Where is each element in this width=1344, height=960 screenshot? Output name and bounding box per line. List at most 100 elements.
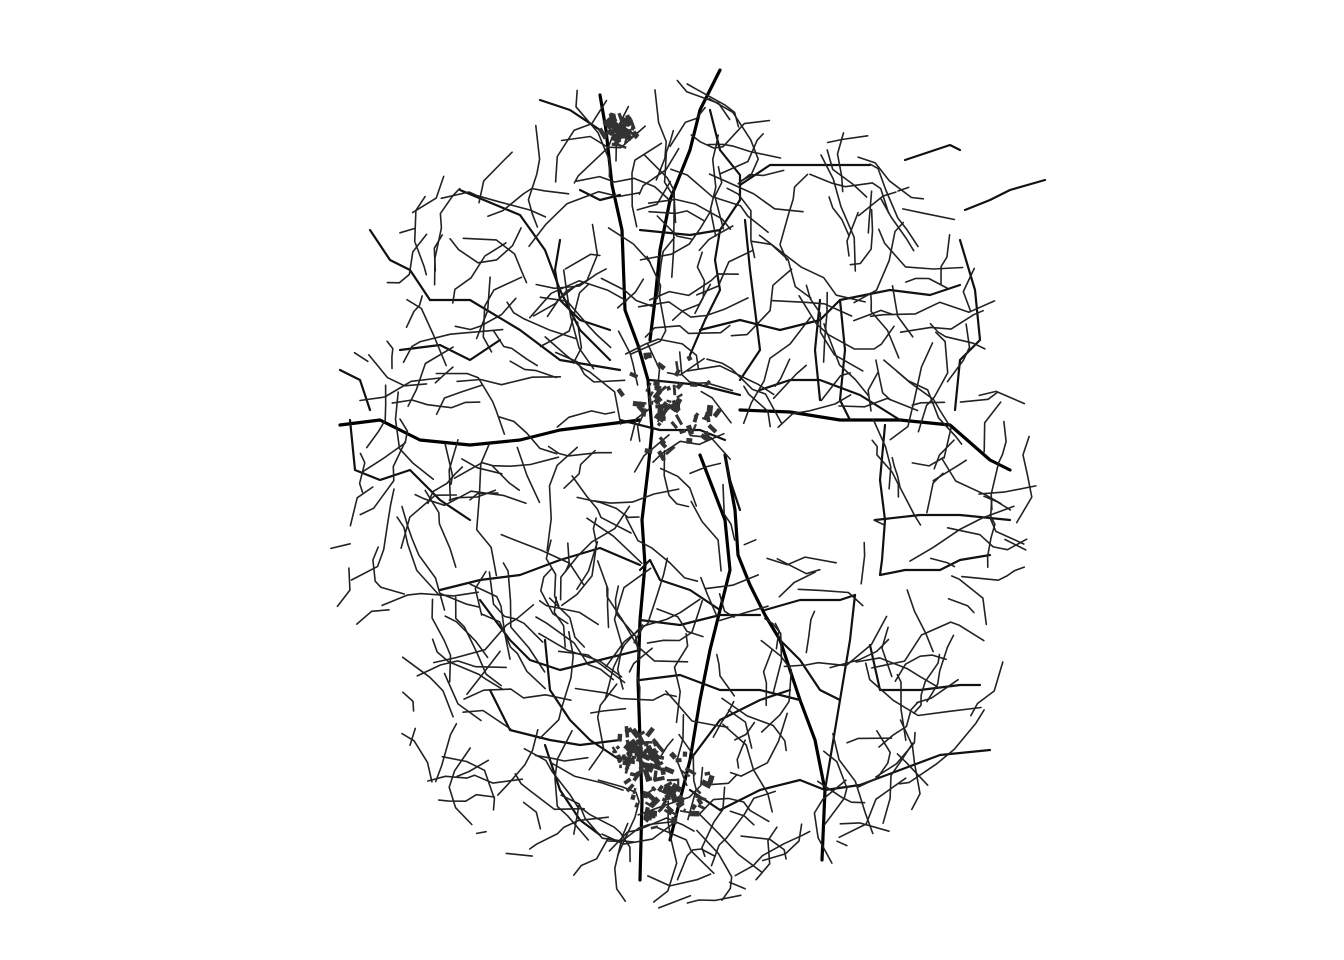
local-road (550, 761, 624, 791)
local-road (727, 709, 753, 749)
town-street-block (682, 808, 687, 813)
local-road (719, 605, 769, 622)
town-street-block (644, 801, 655, 809)
town-street-block (631, 130, 640, 139)
local-road (593, 488, 680, 504)
local-road (391, 399, 481, 409)
secondary-road (638, 613, 762, 627)
secondary-road (543, 743, 602, 837)
local-road (772, 364, 807, 400)
local-road (836, 840, 848, 847)
local-road (871, 439, 900, 498)
local-road (534, 754, 589, 762)
local-road (401, 505, 446, 611)
town-street-block (665, 784, 678, 794)
local-road (448, 747, 473, 826)
town-street-block (637, 753, 644, 763)
town-street-block (686, 355, 693, 362)
local-road (571, 475, 632, 534)
local-road (449, 227, 522, 264)
local-road (456, 759, 490, 778)
local-road (878, 701, 919, 748)
local-road (643, 153, 675, 278)
secondary-road (813, 298, 822, 402)
local-road (656, 826, 715, 875)
local-road (628, 647, 653, 673)
local-road (648, 273, 739, 301)
local-road (882, 742, 914, 824)
local-road (689, 434, 731, 460)
local-road (911, 456, 945, 467)
town-street-block (643, 806, 650, 819)
local-road (797, 588, 864, 607)
town-street-block (632, 787, 637, 795)
town-street-block (645, 744, 655, 756)
town-street-block (628, 133, 632, 140)
town-street-block (658, 436, 667, 445)
towns-layer (597, 112, 722, 830)
town-street-block (644, 448, 653, 454)
town-street-block (704, 379, 712, 388)
local-road (743, 385, 771, 428)
town-street-block (656, 421, 662, 427)
town-street-block (665, 804, 675, 813)
local-road (401, 732, 433, 783)
town-street-block (620, 754, 625, 760)
highway-south-west (668, 453, 732, 842)
local-road (755, 826, 778, 881)
town-street-block (690, 803, 698, 811)
local-road (665, 690, 729, 728)
town-street-block (639, 748, 645, 756)
local-road (737, 169, 785, 185)
local-road (978, 390, 1026, 405)
local-road (897, 186, 910, 192)
local-road (481, 613, 546, 690)
town-street-block (663, 808, 673, 816)
local-road (872, 418, 892, 490)
town-street-block (675, 757, 682, 763)
local-road (978, 485, 1037, 495)
local-road (616, 791, 640, 857)
local-road (699, 797, 770, 823)
town-street-block (625, 783, 635, 793)
town-street-block (704, 771, 711, 776)
local-road (614, 822, 629, 902)
town-street-block (617, 733, 623, 742)
town-street-block (674, 401, 681, 411)
town-street-block (623, 777, 632, 785)
local-road (730, 268, 793, 337)
town-street-block (670, 816, 678, 825)
secondary-road (428, 298, 622, 372)
local-road (823, 750, 848, 826)
town-street-block (604, 118, 616, 127)
town-street-block (676, 393, 683, 399)
local-road (516, 446, 541, 504)
local-road (891, 285, 914, 338)
local-road (826, 149, 868, 198)
local-road (576, 541, 599, 590)
town-street-block (629, 371, 639, 379)
secondary-road (953, 238, 982, 412)
local-road (562, 269, 595, 370)
local-road (896, 753, 929, 786)
local-road (838, 777, 907, 839)
local-road (659, 467, 698, 507)
town-street-block (623, 128, 633, 137)
local-road (652, 800, 678, 903)
town-street-block (644, 741, 649, 747)
local-road (846, 211, 859, 257)
local-road (414, 242, 428, 276)
town-street-block (680, 769, 691, 778)
town-street-block (703, 430, 711, 441)
local-road (654, 89, 667, 181)
local-road (983, 495, 1012, 511)
local-road (779, 173, 809, 261)
local-road (700, 390, 732, 424)
local-road (728, 881, 746, 890)
local-road (631, 142, 663, 228)
secondary-road (868, 643, 982, 692)
town-street-block (634, 802, 640, 809)
local-road (454, 596, 502, 687)
